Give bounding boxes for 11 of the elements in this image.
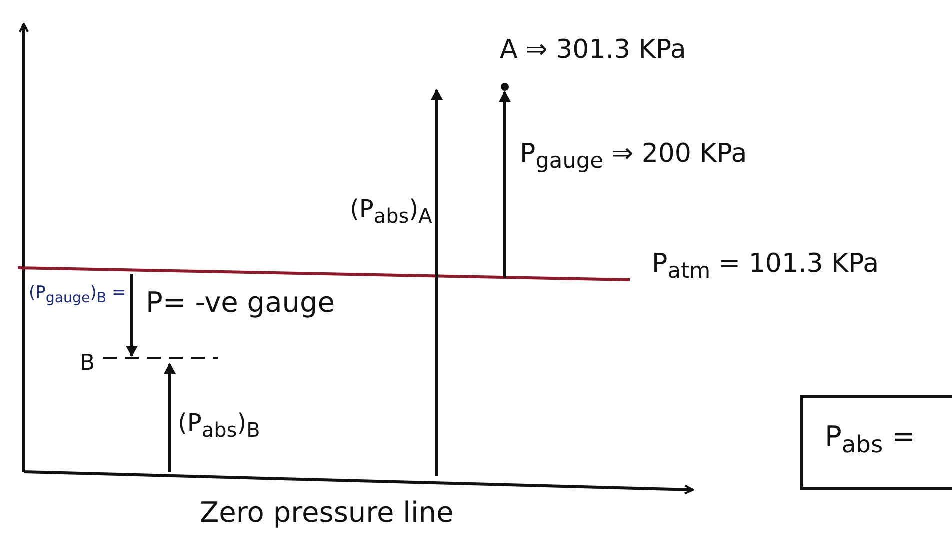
- axis-label: Zero pressure line: [200, 498, 454, 529]
- variable-label: (P$_{gauge}$)$_{B}$ =: [29, 284, 126, 307]
- equation-text: P= -ve gauge: [146, 288, 335, 319]
- variable-label: (P$_{abs}$)$_{B}$: [178, 410, 260, 441]
- pressure-annotation: A ⇒ 301.3 KPa: [500, 36, 686, 65]
- variable-label: (P$_{abs}$)$_{A}$: [350, 196, 432, 227]
- pressure-annotation: P$_{atm}$ = 101.3 KPa: [652, 250, 880, 284]
- formula-text: P$_{abs}$ =: [825, 420, 916, 459]
- formula-box: [800, 395, 952, 490]
- pressure-annotation: P$_{gauge}$ ⇒ 200 KPa: [520, 140, 748, 174]
- point-label: B: [80, 352, 96, 376]
